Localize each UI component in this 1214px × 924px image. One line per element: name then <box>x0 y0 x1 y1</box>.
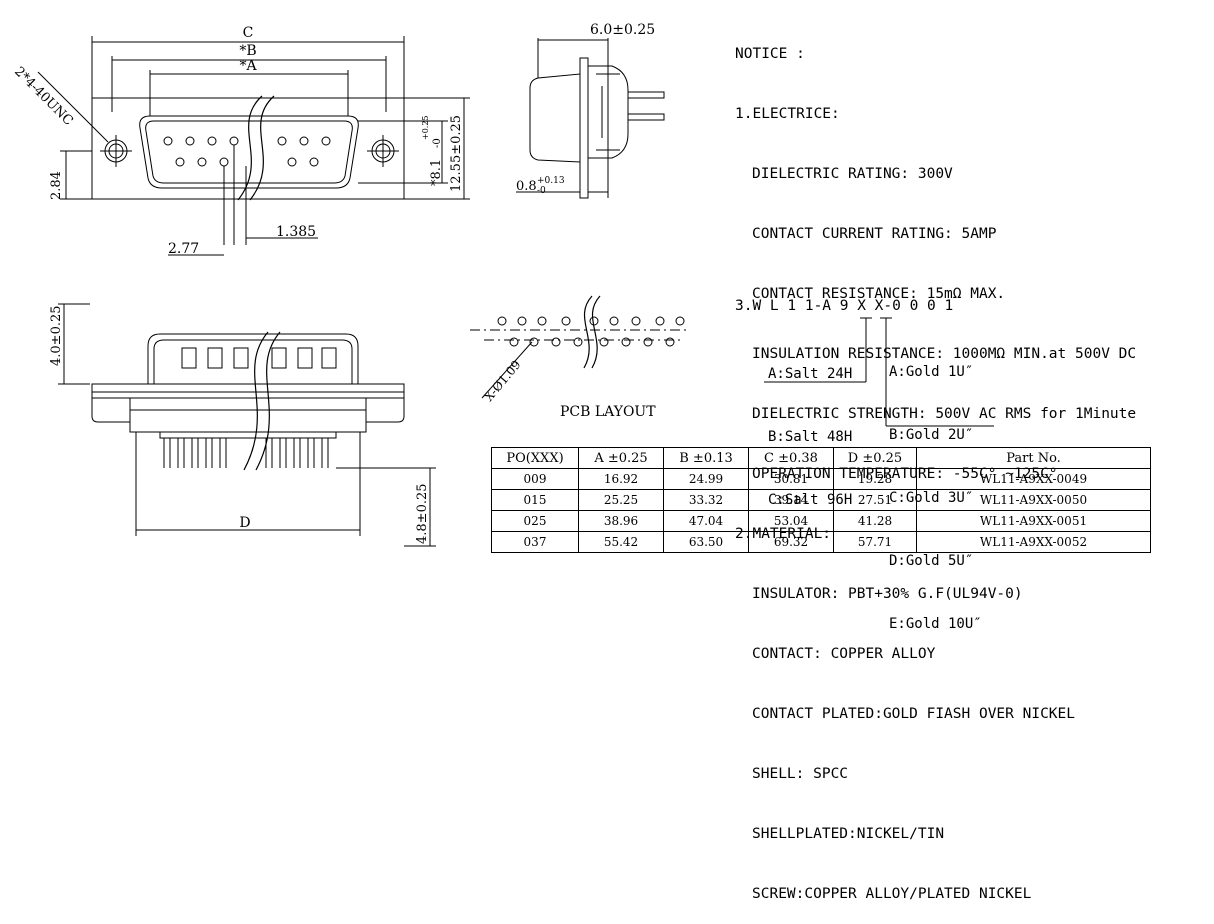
screw-spec: 2*4-40UNC <box>11 64 76 129</box>
table-header: D ±0.25 <box>833 447 917 469</box>
table-header: B ±0.13 <box>663 447 749 469</box>
technical-drawing: C *B *A 2*4-40UNC 2.84 2.77 1.385 12.55±… <box>11 22 994 547</box>
table-cell: 25.25 <box>578 489 664 511</box>
table-cell: 39.14 <box>748 489 834 511</box>
dim-height-inner: *8.1 <box>429 159 444 186</box>
dim-width-label: 6.0±0.25 <box>590 22 655 38</box>
front-pins-row2 <box>175 157 319 167</box>
table-header: A ±0.25 <box>578 447 664 469</box>
side-view <box>516 38 665 199</box>
bottom-slots <box>181 347 337 369</box>
table-row: 015 25.25 33.32 39.14 27.51 WL11-A9XX-00… <box>491 489 1151 511</box>
table-cell: 16.92 <box>578 468 664 490</box>
bottom-body <box>91 398 405 433</box>
table-header: PO(XXX) <box>491 447 579 469</box>
material-line: SHELLPLATED:NICKEL/TIN <box>752 826 945 842</box>
dim-1385-label: 1.385 <box>276 224 316 240</box>
electric-line: INSULATION RESISTANCE: 1000MΩ MIN.at 500… <box>752 346 1137 362</box>
gold-option: D:Gold 5U″ <box>889 553 974 569</box>
table-cell: 55.42 <box>578 531 664 553</box>
table-row: 037 55.42 63.50 69.32 57.71 WL11-A9XX-00… <box>491 531 1151 553</box>
table-cell: 53.04 <box>748 510 834 532</box>
table-cell: 009 <box>491 468 579 490</box>
bottom-pins <box>159 431 337 468</box>
side-shell <box>529 73 581 163</box>
electric-line: CONTACT CURRENT RATING: 5AMP <box>752 226 997 242</box>
salt-option: A:Salt 24H <box>768 366 853 382</box>
dim-c-label: C <box>243 25 254 41</box>
table-cell: 025 <box>491 510 579 532</box>
notice-title: NOTICE : <box>735 46 805 62</box>
pcb-holes <box>497 316 685 347</box>
table-cell: WL11-A9XX-0049 <box>916 468 1151 490</box>
material-line: CONTACT PLATED:GOLD FIASH OVER NICKEL <box>752 706 1076 722</box>
dim-plate-label: 0.8 <box>516 179 537 194</box>
gold-option: B:Gold 2U″ <box>889 427 974 443</box>
table-cell: 015 <box>491 489 579 511</box>
front-break-line <box>237 95 275 201</box>
material-line: SHELL: SPCC <box>752 766 849 782</box>
dim-plate-tol-dn: -0 <box>537 186 546 196</box>
table-cell: 41.28 <box>833 510 917 532</box>
dim-top-label: 4.0±0.25 <box>49 305 64 366</box>
side-flange <box>579 57 589 199</box>
pcb-layout <box>470 295 690 399</box>
gold-option: A:Gold 1U″ <box>889 364 974 380</box>
front-view <box>37 36 470 256</box>
front-flange <box>91 97 405 200</box>
table-header-row: PO(XXX) A ±0.25 B ±0.13 C ±0.38 D ±0.25 … <box>491 447 1151 469</box>
bottom-flange <box>91 383 405 393</box>
dim-pin-label: 4.8±0.25 <box>415 483 430 544</box>
table-cell: WL11-A9XX-0052 <box>916 531 1151 553</box>
dim-d-label: D <box>239 515 250 531</box>
dim-plate-tol-up: +0.13 <box>537 176 565 186</box>
dim-284-label: 2.84 <box>49 171 64 200</box>
electric-line: CONTACT RESISTANCE: 15mΩ MAX. <box>752 286 1006 302</box>
bottom-view <box>58 303 436 547</box>
gold-option: E:Gold 10U″ <box>889 616 982 632</box>
dim-height-tol-up: +0.25 <box>421 115 430 140</box>
dim-height-tol-dn: -0 <box>432 138 443 148</box>
electric-line: DIELECTRIC STRENGTH: 500V AC RMS for 1Mi… <box>752 406 1137 422</box>
table-row: 009 16.92 24.99 30.81 19.28 WL11-A9XX-00… <box>491 468 1151 490</box>
salt-option: B:Salt 48H <box>768 429 853 445</box>
table-cell: 69.32 <box>748 531 834 553</box>
dim-a-label: *A <box>239 58 257 74</box>
dim-height-main: 12.55±0.25 <box>449 115 464 192</box>
table-cell: 63.50 <box>663 531 749 553</box>
front-shell-outer <box>139 115 359 189</box>
side-insulator <box>587 65 629 159</box>
table-cell: 19.28 <box>833 468 917 490</box>
table-cell: 47.04 <box>663 510 749 532</box>
bottom-break-line <box>243 331 281 471</box>
pcb-hole-label: X-Ø1.09 <box>482 358 524 404</box>
table-cell: 037 <box>491 531 579 553</box>
electric-heading: 1.ELECTRICE: <box>735 106 840 122</box>
table-header: Part No. <box>916 447 1151 469</box>
table-cell: 38.96 <box>578 510 664 532</box>
bottom-shell <box>147 333 359 384</box>
pcb-layout-label: PCB LAYOUT <box>560 404 656 420</box>
table-cell: 24.99 <box>663 468 749 490</box>
dim-277-label: 2.77 <box>168 241 199 257</box>
partcode-code: 3.W L 1 1-A 9 X X-0 0 0 1 <box>735 298 954 314</box>
table-row: 025 38.96 47.04 53.04 41.28 WL11-A9XX-00… <box>491 510 1151 532</box>
front-pins-row1 <box>163 136 331 146</box>
table-header: C ±0.38 <box>748 447 834 469</box>
table-cell: 33.32 <box>663 489 749 511</box>
table-cell: WL11-A9XX-0051 <box>916 510 1151 532</box>
side-pins <box>628 91 665 121</box>
table-cell: 30.81 <box>748 468 834 490</box>
dim-b-label: *B <box>239 43 256 59</box>
dimension-table: PO(XXX) A ±0.25 B ±0.13 C ±0.38 D ±0.25 … <box>491 447 1151 553</box>
table-cell: 57.71 <box>833 531 917 553</box>
electric-line: DIELECTRIC RATING: 300V <box>752 166 953 182</box>
partcode-brackets <box>764 317 994 427</box>
front-shell-inner <box>145 120 353 184</box>
table-cell: 27.51 <box>833 489 917 511</box>
material-line: SCREW:COPPER ALLOY/PLATED NICKEL <box>752 886 1032 902</box>
table-cell: WL11-A9XX-0050 <box>916 489 1151 511</box>
